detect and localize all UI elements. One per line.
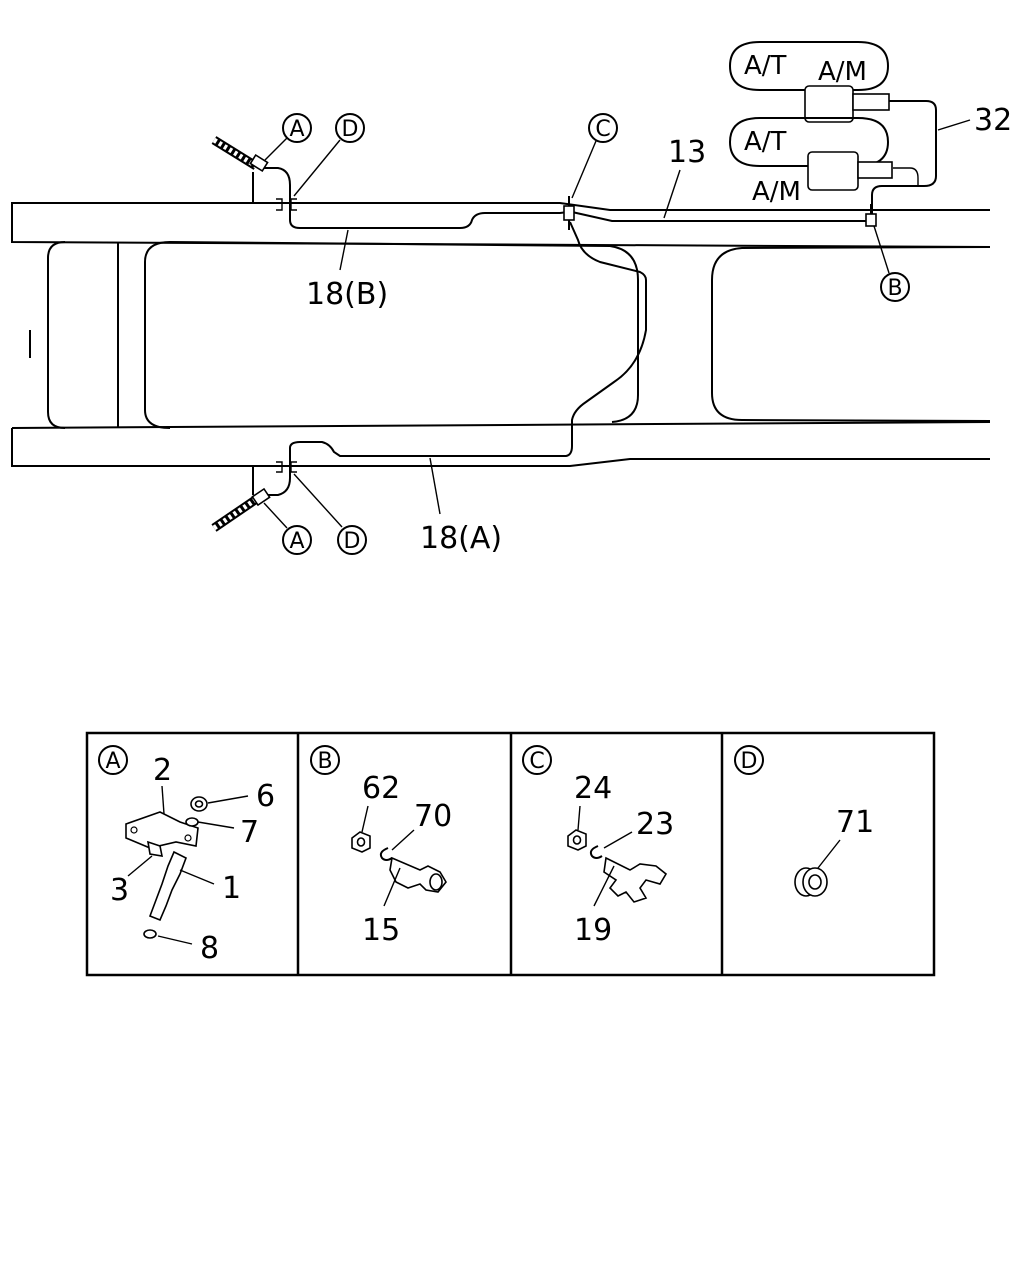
panel-a-num-6: 6 — [256, 779, 275, 814]
detail-panel-c: C 24 23 19 — [522, 745, 674, 948]
panel-a-num-7: 7 — [240, 815, 259, 850]
panel-c-letter: C — [529, 749, 544, 774]
callout-a-top: A — [264, 113, 312, 161]
panel-d-num-71: 71 — [836, 805, 874, 840]
detail-panels — [85, 731, 936, 977]
panel-b-num-15: 15 — [362, 913, 400, 948]
detail-panel-a: A 2 6 7 3 1 8 — [98, 745, 275, 966]
grommets-d — [240, 172, 297, 495]
callout-b-letter: B — [887, 276, 902, 301]
panel-a-num-8: 8 — [200, 931, 219, 966]
reservoir-lower-at: A/T — [744, 127, 787, 157]
label-18a: 18(A) — [420, 521, 502, 556]
detail-panel-d: D 71 — [734, 745, 874, 897]
tee-c — [563, 196, 575, 230]
panel-c-num-24: 24 — [574, 771, 612, 806]
panel-d-letter: D — [741, 749, 758, 774]
panel-a-num-3: 3 — [110, 873, 129, 908]
flex-hose-bottom — [211, 487, 271, 532]
pipe-13 — [571, 211, 870, 222]
brake-pipes — [262, 100, 937, 496]
reservoir-upper-at: A/T — [744, 51, 787, 81]
tee-b — [865, 204, 877, 227]
panel-b-num-62: 62 — [362, 771, 400, 806]
callout-d-bottom: D — [293, 473, 367, 555]
callout-a-top-letter: A — [289, 117, 304, 142]
label-32: 32 — [974, 103, 1012, 138]
reservoir-lower-am: A/M — [752, 177, 801, 207]
panel-c-num-23: 23 — [636, 807, 674, 842]
pipe-18b — [262, 167, 569, 229]
callout-d-top: D — [293, 113, 365, 197]
callout-d-bottom-letter: D — [344, 529, 361, 554]
reservoir-upper — [728, 41, 890, 123]
reservoir-upper-am: A/M — [818, 57, 867, 87]
callout-a-bottom: A — [263, 502, 312, 555]
panel-a-num-1: 1 — [222, 871, 241, 906]
chassis-frame — [11, 202, 991, 467]
label-18b: 18(B) — [306, 277, 388, 312]
label-13: 13 — [668, 135, 706, 170]
detail-panel-b: B 62 70 15 — [310, 745, 452, 948]
panel-c-num-19: 19 — [574, 913, 612, 948]
panel-a-num-2: 2 — [153, 753, 172, 788]
panel-b-num-70: 70 — [414, 799, 452, 834]
callout-a-bottom-letter: A — [289, 529, 304, 554]
callout-d-top-letter: D — [342, 117, 359, 142]
flex-hose-top — [211, 136, 269, 173]
panel-a-letter: A — [105, 749, 120, 774]
callout-c-letter: C — [595, 117, 610, 142]
reservoir-lower — [728, 117, 893, 191]
callout-b: B — [873, 225, 910, 302]
panel-b-letter: B — [317, 749, 332, 774]
callout-c: C — [571, 113, 618, 199]
pipe-18a — [262, 221, 647, 496]
hose-32 — [871, 100, 937, 218]
